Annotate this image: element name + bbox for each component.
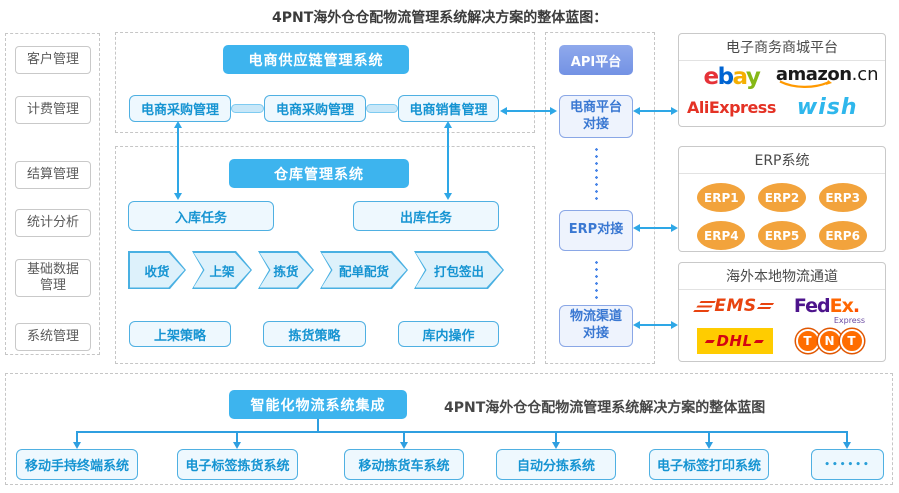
arrow-sales-apiplatform (500, 107, 557, 115)
arrowhead-down-icon (400, 442, 408, 449)
scm-panel: 电商供应链管理系统 电商采购管理 电商采购管理 电商销售管理 (115, 32, 535, 133)
scm-header: 电商供应链管理系统 (223, 45, 409, 74)
amazon-logo: amazon.cn (776, 66, 879, 89)
sidebar-item-system: 系统管理 (15, 323, 91, 351)
tree-rail (77, 431, 848, 433)
wms-inwarehouse-ops: 库内操作 (398, 321, 499, 347)
scm-module-purchase-2: 电商采购管理 (264, 95, 366, 122)
flow-step-receive: 收货 (128, 251, 186, 289)
system-label-picking: 电子标签拣货系统 (177, 449, 298, 480)
tree-drop (76, 431, 78, 443)
system-auto-sorting: 自动分拣系统 (496, 449, 616, 480)
sidebar-item-customer: 客户管理 (15, 46, 91, 74)
erp-item: ERP1 (697, 183, 746, 212)
wms-header: 仓库管理系统 (229, 159, 409, 188)
erp-item: ERP3 (818, 183, 867, 212)
tree-drop (403, 431, 405, 443)
connector-pill (231, 104, 264, 113)
arrowhead-down-icon (552, 442, 560, 449)
arrowhead-down-icon (705, 442, 713, 449)
connector-pill (366, 104, 398, 113)
erp-systems-card: ERP系统 ERP1 ERP2 ERP3 ERP4 ERP5 ERP6 (678, 146, 886, 252)
tree-drop (236, 431, 238, 443)
erp-item: ERP2 (757, 183, 806, 212)
dotted-connector (595, 146, 598, 202)
api-connector-erp: ERP对接 (559, 210, 633, 251)
aliexpress-logo: AliExpress (687, 98, 776, 117)
flow-step-pick: 拣货 (258, 251, 314, 289)
arrow-api-logistics (633, 321, 678, 329)
bottom-caption: 4PNT海外仓仓配物流管理系统解决方案的整体蓝图 (444, 400, 766, 416)
erp-systems-title: ERP系统 (679, 147, 885, 174)
scm-module-purchase-1: 电商采购管理 (129, 95, 231, 122)
erp-item: ERP4 (697, 221, 746, 250)
wms-outbound-task: 出库任务 (353, 201, 499, 231)
erp-item: ERP5 (757, 221, 806, 250)
api-header: API平台 (559, 45, 633, 75)
ebay-logo: ebay (703, 64, 760, 90)
ecommerce-platforms-title: 电子商务商城平台 (679, 34, 885, 61)
ecommerce-platforms-card: 电子商务商城平台 ebay amazon.cn AliExpress wish (678, 33, 886, 127)
flow-step-shelve: 上架 (192, 251, 252, 289)
erp-item: ERP6 (818, 221, 867, 250)
sidebar-item-billing: 计费管理 (15, 96, 91, 124)
flow-step-allocate: 配单配货 (320, 251, 408, 289)
arrowhead-down-icon (843, 442, 851, 449)
arrow-purchase-inbound (174, 121, 182, 200)
dotted-connector (595, 259, 598, 301)
tree-drop (555, 431, 557, 443)
sidebar-panel: 客户管理 计费管理 结算管理 统计分析 基础数据管理 系统管理 (5, 33, 100, 355)
wms-strategy-shelving: 上架策略 (129, 321, 231, 347)
sidebar-item-statistics: 统计分析 (15, 209, 91, 237)
arrow-sales-outbound (444, 121, 452, 200)
wish-logo: wish (796, 95, 858, 120)
ems-logo: EMS (693, 296, 774, 316)
logistics-channels-title: 海外本地物流通道 (679, 263, 885, 290)
fedex-logo: FedEx.Express (793, 294, 866, 325)
tree-stem (317, 419, 319, 432)
system-label-printing: 电子标签打印系统 (649, 449, 769, 480)
sidebar-item-basedata: 基础数据管理 (15, 259, 91, 297)
arrowhead-down-icon (73, 442, 81, 449)
arrowhead-down-icon (233, 442, 241, 449)
intelligent-logistics-header: 智能化物流系统集成 (229, 390, 407, 419)
arrow-api-erp (633, 224, 678, 232)
flow-step-pack: 打包签出 (414, 251, 504, 289)
arrow-api-ecommerce (633, 107, 678, 115)
api-connector-logistics: 物流渠道对接 (559, 305, 633, 347)
bottom-panel: 智能化物流系统集成 4PNT海外仓仓配物流管理系统解决方案的整体蓝图 移动手持终… (5, 373, 893, 485)
tree-drop (846, 431, 848, 443)
sidebar-item-settlement: 结算管理 (15, 161, 91, 189)
system-more-ellipsis: •••••• (811, 449, 884, 480)
system-picking-cart: 移动拣货车系统 (344, 449, 464, 480)
scm-module-sales: 电商销售管理 (398, 95, 499, 122)
api-connector-ecommerce: 电商平台对接 (559, 95, 633, 138)
tree-drop (708, 431, 710, 443)
page-title: 4PNT海外仓仓配物流管理系统解决方案的整体蓝图： (272, 10, 608, 26)
wms-strategy-picking: 拣货策略 (263, 321, 366, 347)
api-panel: API平台 电商平台对接 ERP对接 物流渠道对接 (545, 32, 655, 364)
system-mobile-handheld: 移动手持终端系统 (16, 449, 138, 480)
dhl-logo: DHL (696, 328, 773, 354)
wms-inbound-task: 入库任务 (128, 201, 274, 231)
amazon-smile-icon (779, 80, 832, 88)
wms-panel: 仓库管理系统 入库任务 出库任务 收货 上架 拣货 配单配货 打包签出 上架策略… (115, 146, 535, 364)
